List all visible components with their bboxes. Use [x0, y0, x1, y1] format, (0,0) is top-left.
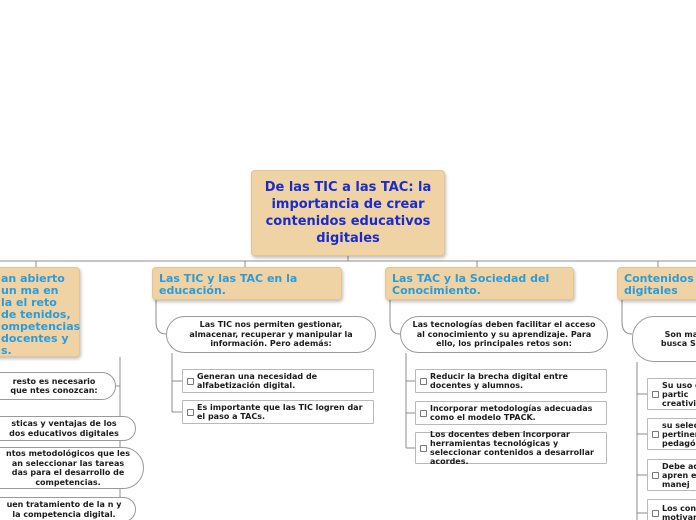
topic-left-label: an abierto un ma en la el reto de tenido…	[1, 272, 81, 357]
checkbox-icon[interactable]	[420, 410, 427, 417]
checkbox-icon[interactable]	[420, 445, 427, 452]
topic-contenidos[interactable]: Contenidos e digitales	[617, 267, 696, 300]
tic-tac-item-2[interactable]: Es importante que las TIC logren dar el …	[182, 400, 374, 424]
sociedad-note-text: Las tecnologías deben facilitar el acces…	[412, 320, 596, 349]
contenidos-item-4-text: Los cont motivar	[662, 504, 696, 520]
left-bubble-3[interactable]: ntos metodológicos que les an selecciona…	[0, 447, 144, 489]
left-bubble-1-text: resto es necesario que ntes conozcan:	[10, 376, 98, 396]
checkbox-icon[interactable]	[652, 431, 659, 438]
tic-tac-item-2-text: Es importante que las TIC logren dar el …	[197, 403, 363, 421]
left-bubble-3-text: ntos metodológicos que les an selecciona…	[6, 449, 130, 487]
topic-contenidos-label: Contenidos e digitales	[624, 272, 696, 297]
contenidos-note[interactable]: Son mater busca Se de	[632, 316, 696, 362]
contenidos-item-1-text: Su uso d la partic creativid	[662, 380, 696, 408]
left-bubble-1[interactable]: resto es necesario que ntes conozcan:	[0, 372, 116, 400]
contenidos-item-2-text: su selecc pertinen pedagóg	[662, 420, 696, 448]
checkbox-icon[interactable]	[420, 378, 427, 385]
sociedad-item-2[interactable]: Incorporar metodologías adecuadas como e…	[415, 401, 607, 425]
left-bubble-4[interactable]: uen tratamiento de la n y la competencia…	[0, 497, 136, 520]
tic-tac-item-1[interactable]: Generan una necesidad de alfabetización …	[182, 369, 374, 393]
tic-tac-note[interactable]: Las TIC nos permiten gestionar, almacena…	[166, 316, 376, 353]
left-bubble-2[interactable]: sticas y ventajas de los dos educativos …	[0, 416, 136, 441]
checkbox-icon[interactable]	[652, 391, 659, 398]
checkbox-icon[interactable]	[652, 510, 659, 517]
contenidos-note-text: Son mater busca Se de	[660, 329, 696, 349]
topic-tic-tac[interactable]: Las TIC y las TAC en la educación.	[152, 267, 342, 300]
contenidos-item-3[interactable]: Debe ada de apren el manej	[647, 459, 696, 491]
topic-sociedad-label: Las TAC y la Sociedad del Conocimiento.	[392, 272, 550, 297]
root-topic[interactable]: De las TIC a las TAC: la importancia de …	[251, 170, 445, 256]
topic-sociedad[interactable]: Las TAC y la Sociedad del Conocimiento.	[385, 267, 574, 300]
contenidos-item-1[interactable]: Su uso d la partic creativid	[647, 378, 696, 410]
contenidos-item-3-text: Debe ada de apren el manej	[662, 461, 696, 489]
left-bubble-4-text: uen tratamiento de la n y la competencia…	[6, 500, 122, 519]
checkbox-icon[interactable]	[652, 472, 659, 479]
contenidos-item-4[interactable]: Los cont motivar	[647, 499, 696, 520]
sociedad-item-3-text: Los docentes deben incorporar herramient…	[430, 430, 595, 466]
topic-tic-tac-label: Las TIC y las TAC en la educación.	[159, 272, 298, 297]
contenidos-item-2[interactable]: su selecc pertinen pedagóg	[647, 418, 696, 450]
left-bubble-2-text: sticas y ventajas de los dos educativos …	[9, 419, 119, 438]
checkbox-icon[interactable]	[187, 409, 194, 416]
sociedad-item-1-text: Reducir la brecha digital entre docentes…	[430, 372, 568, 390]
sociedad-item-1[interactable]: Reducir la brecha digital entre docentes…	[415, 369, 607, 393]
sociedad-item-2-text: Incorporar metodologías adecuadas como e…	[430, 404, 593, 422]
sociedad-item-3[interactable]: Los docentes deben incorporar herramient…	[415, 430, 607, 466]
checkbox-icon[interactable]	[187, 378, 194, 385]
root-title: De las TIC a las TAC: la importancia de …	[264, 180, 432, 246]
tic-tac-item-1-text: Generan una necesidad de alfabetización …	[197, 372, 318, 390]
sociedad-note[interactable]: Las tecnologías deben facilitar el acces…	[400, 316, 608, 353]
topic-left[interactable]: an abierto un ma en la el reto de tenido…	[0, 267, 80, 357]
tic-tac-note-text: Las TIC nos permiten gestionar, almacena…	[189, 320, 353, 349]
